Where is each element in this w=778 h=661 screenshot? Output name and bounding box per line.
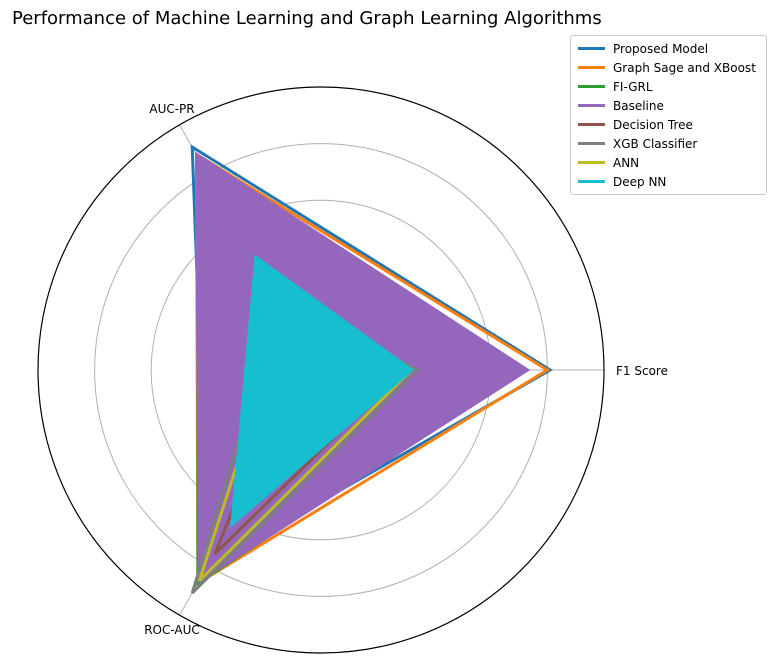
axis-label-2: AUC-PR: [149, 102, 194, 116]
legend-label: FI-GRL: [613, 79, 653, 94]
axis-label-1: F1 Score: [616, 364, 668, 378]
series-polygon-8: [230, 254, 415, 528]
legend-item-3: FI-GRL: [571, 77, 766, 96]
legend-swatch: [578, 142, 605, 145]
legend-item-6: XGB Classifier: [571, 134, 766, 153]
radar-frame: [37, 86, 605, 654]
legend-swatch: [578, 180, 605, 183]
legend-swatch: [578, 85, 605, 88]
chart-title: Performance of Machine Learning and Grap…: [12, 8, 602, 29]
legend-label: Proposed Model: [613, 41, 709, 56]
legend-item-7: ANN: [571, 153, 766, 172]
legend-item-8: Deep NN: [571, 172, 766, 191]
legend-label: Baseline: [613, 98, 664, 113]
legend-label: ANN: [613, 155, 640, 170]
axis-label-3: ROC-AUC: [144, 623, 200, 637]
legend-label: Deep NN: [613, 174, 667, 189]
legend-swatch: [578, 47, 605, 50]
legend-label: Graph Sage and XBoost: [613, 60, 756, 75]
legend-swatch: [578, 66, 605, 69]
legend-item-4: Baseline: [571, 96, 766, 115]
legend-swatch: [578, 104, 605, 107]
legend-item-2: Graph Sage and XBoost: [571, 58, 766, 77]
legend-label: Decision Tree: [613, 117, 693, 132]
legend-swatch: [578, 161, 605, 164]
legend-swatch: [578, 123, 605, 126]
legend-item-1: Proposed Model: [571, 39, 766, 58]
legend-item-5: Decision Tree: [571, 115, 766, 134]
legend-label: XGB Classifier: [613, 136, 698, 151]
